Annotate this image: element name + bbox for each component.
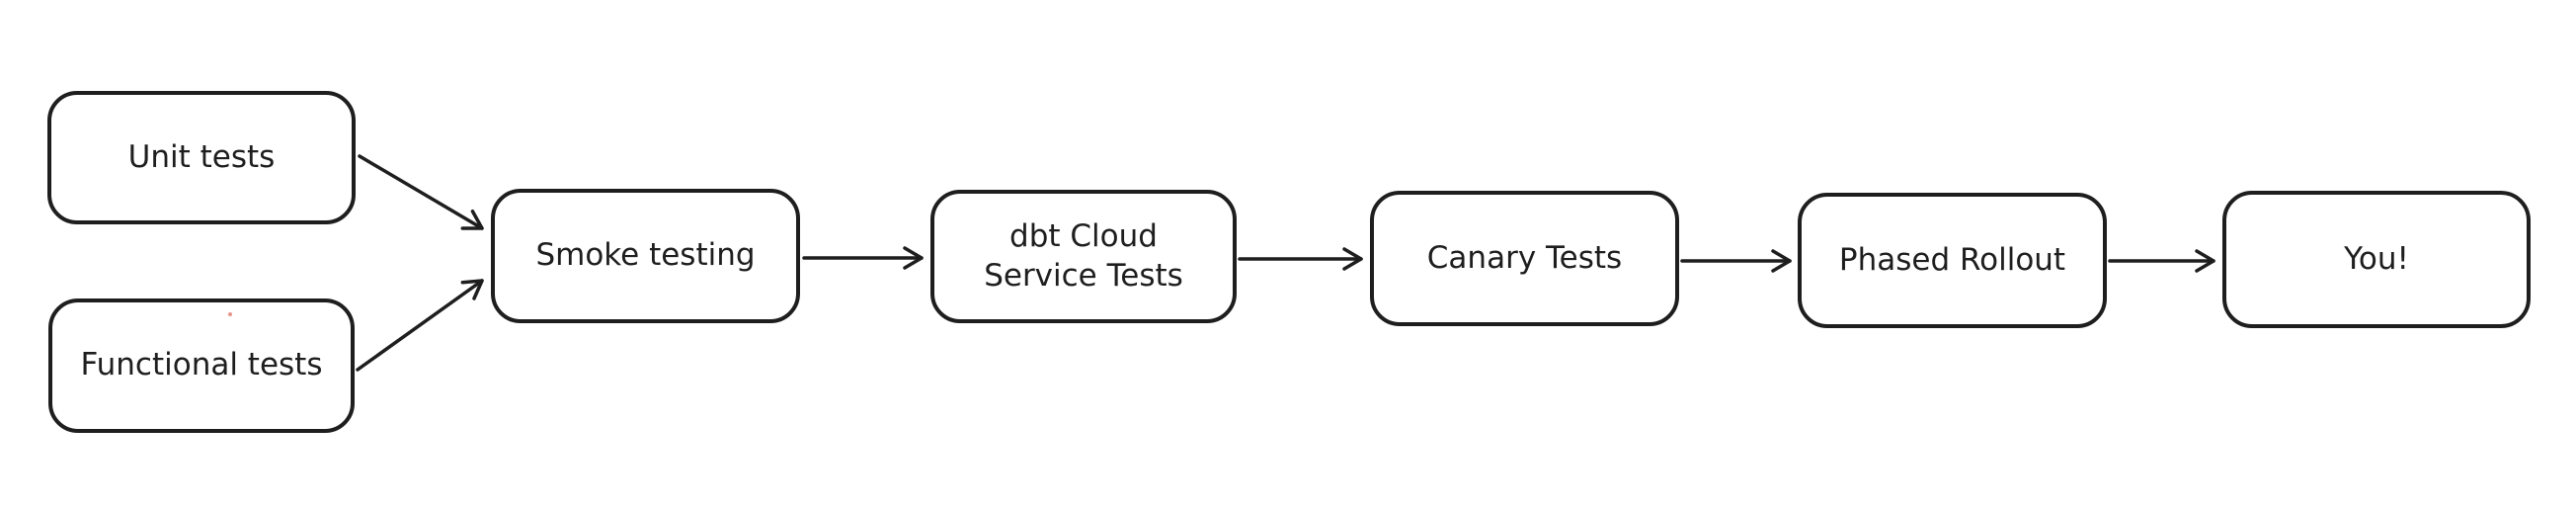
node-unit-tests-label: Unit tests — [127, 138, 276, 175]
node-dbt-cloud-service-tests-label: dbt Cloud Service Tests — [984, 217, 1183, 294]
node-canary-tests[interactable]: Canary Tests — [1370, 191, 1679, 326]
node-phased-rollout[interactable]: Phased Rollout — [1798, 193, 2107, 328]
node-smoke-testing[interactable]: Smoke testing — [491, 189, 800, 323]
node-canary-tests-label: Canary Tests — [1426, 239, 1623, 276]
node-smoke-testing-label: Smoke testing — [535, 237, 756, 274]
red-dot-artifact — [228, 312, 232, 316]
node-phased-rollout-label: Phased Rollout — [1838, 241, 2066, 278]
arrow-functional-tests-to-smoke-testing[interactable] — [356, 279, 484, 372]
node-dbt-cloud-service-tests[interactable]: dbt Cloud Service Tests — [930, 190, 1237, 323]
arrow-unit-tests-to-smoke-testing[interactable] — [358, 154, 484, 230]
node-functional-tests-label: Functional tests — [80, 347, 323, 383]
node-unit-tests[interactable]: Unit tests — [47, 91, 356, 224]
node-functional-tests[interactable]: Functional tests — [48, 298, 355, 433]
node-you[interactable]: You! — [2222, 191, 2531, 328]
node-you-label: You! — [2344, 240, 2409, 277]
